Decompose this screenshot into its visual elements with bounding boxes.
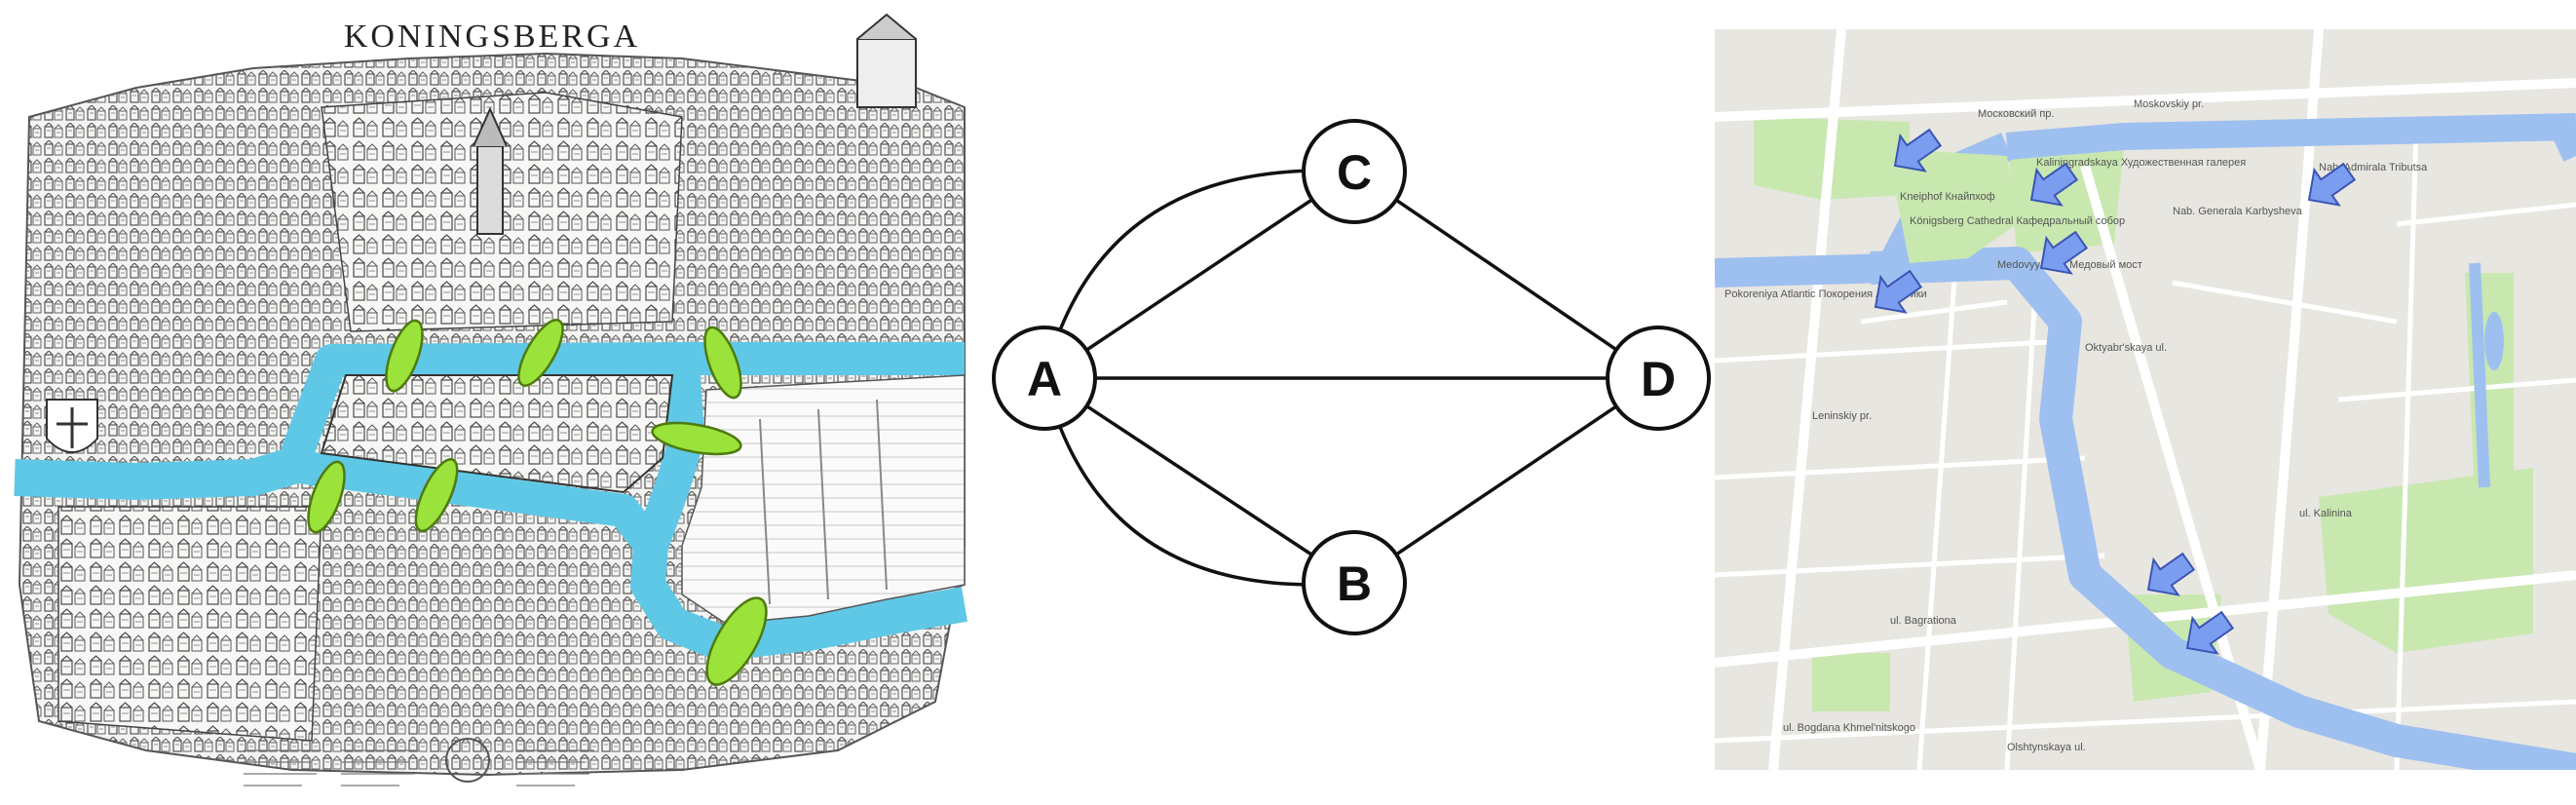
- bridge-4: [651, 421, 742, 456]
- edge-a-b-outer: [1042, 377, 1355, 587]
- arrow-2: [1874, 269, 1923, 314]
- graph-edges: [1042, 169, 1659, 587]
- arrow-7: [2185, 610, 2235, 655]
- edge-a-c-inner: [1043, 170, 1355, 380]
- label-kaliningrad: Kaliningradskaya Художественная галерея: [2036, 157, 2246, 169]
- label-medovy: Medovyy most Медовый мост: [1997, 259, 2142, 271]
- label-kneiphof: Kneiphof Кнайпхоф: [1900, 191, 1995, 203]
- map-parks: [1754, 117, 2533, 711]
- arrow-4: [2039, 230, 2089, 275]
- arrow-1: [1893, 128, 1943, 172]
- bridge-7: [705, 596, 768, 686]
- map-streets: [1715, 126, 2576, 770]
- edge-c-d: [1353, 170, 1659, 380]
- bridge-5: [307, 460, 346, 534]
- map-svg: Московский пр. Moskovskiy pr. Kneiphof К…: [1715, 29, 2576, 770]
- cathedral-tower: [476, 145, 504, 235]
- label-karbysheva: Nab. Generala Karbysheva: [2173, 206, 2303, 217]
- bridge-arrows: [1874, 128, 2357, 655]
- bridge-1: [385, 319, 424, 393]
- konigsberg-engraving: KONINGSBERGA: [0, 0, 984, 805]
- label-moskovsky2: Moskovskiy pr.: [2134, 98, 2204, 110]
- label-cathedral: Königsberg Cathedral Кафедральный собор: [1910, 215, 2125, 227]
- arrow-3: [2029, 162, 2079, 207]
- edge-a-c-outer: [1042, 169, 1355, 379]
- label-leninskiy: Leninskiy pr.: [1812, 410, 1872, 422]
- engraving-legend: [244, 749, 594, 786]
- label-khmelnitskogo: ul. Bogdana Khmel'nitskogo: [1783, 722, 1915, 734]
- river: [14, 342, 968, 661]
- label-oktyabrskaya: Oktyabr'skaya ul.: [2085, 342, 2167, 354]
- node-d: D: [1606, 326, 1711, 431]
- node-b: B: [1302, 530, 1407, 635]
- node-c-label: C: [1337, 145, 1372, 200]
- edge-b-d: [1353, 376, 1659, 585]
- bridge-2: [517, 319, 564, 387]
- bridge-graph: A B C D: [984, 0, 1724, 805]
- label-olshtynskaya: Olshtynskaya ul.: [2007, 742, 2086, 753]
- kneiphof-park: [1890, 151, 2017, 263]
- bridge-6: [414, 458, 459, 532]
- bridges: [307, 319, 768, 686]
- bridge-3: [703, 326, 742, 400]
- engraving-svg: KONINGSBERGA: [14, 13, 968, 786]
- node-b-label: B: [1337, 556, 1372, 611]
- node-a-label: A: [1027, 352, 1062, 406]
- node-c: C: [1302, 119, 1407, 224]
- south-district: [57, 506, 322, 742]
- arrow-6: [2146, 552, 2196, 596]
- castle: [856, 38, 917, 108]
- modern-map: Московский пр. Moskovskiy pr. Kneiphof К…: [1715, 29, 2576, 770]
- label-bagrationa: ul. Bagrationa: [1890, 615, 1957, 627]
- label-kalinina: ul. Kalinina: [2299, 508, 2353, 519]
- node-a: A: [992, 326, 1097, 431]
- arrow-5: [2307, 162, 2357, 207]
- legend-seal: [445, 738, 490, 783]
- kneiphof-island: [320, 374, 674, 494]
- node-d-label: D: [1641, 352, 1676, 406]
- edge-a-b-inner: [1043, 376, 1355, 585]
- label-moskovsky: Московский пр.: [1978, 108, 2054, 120]
- graph-svg: A B C D: [992, 119, 1711, 635]
- map-canal: [2469, 262, 2490, 488]
- engraving-title: KONINGSBERGA: [344, 19, 640, 55]
